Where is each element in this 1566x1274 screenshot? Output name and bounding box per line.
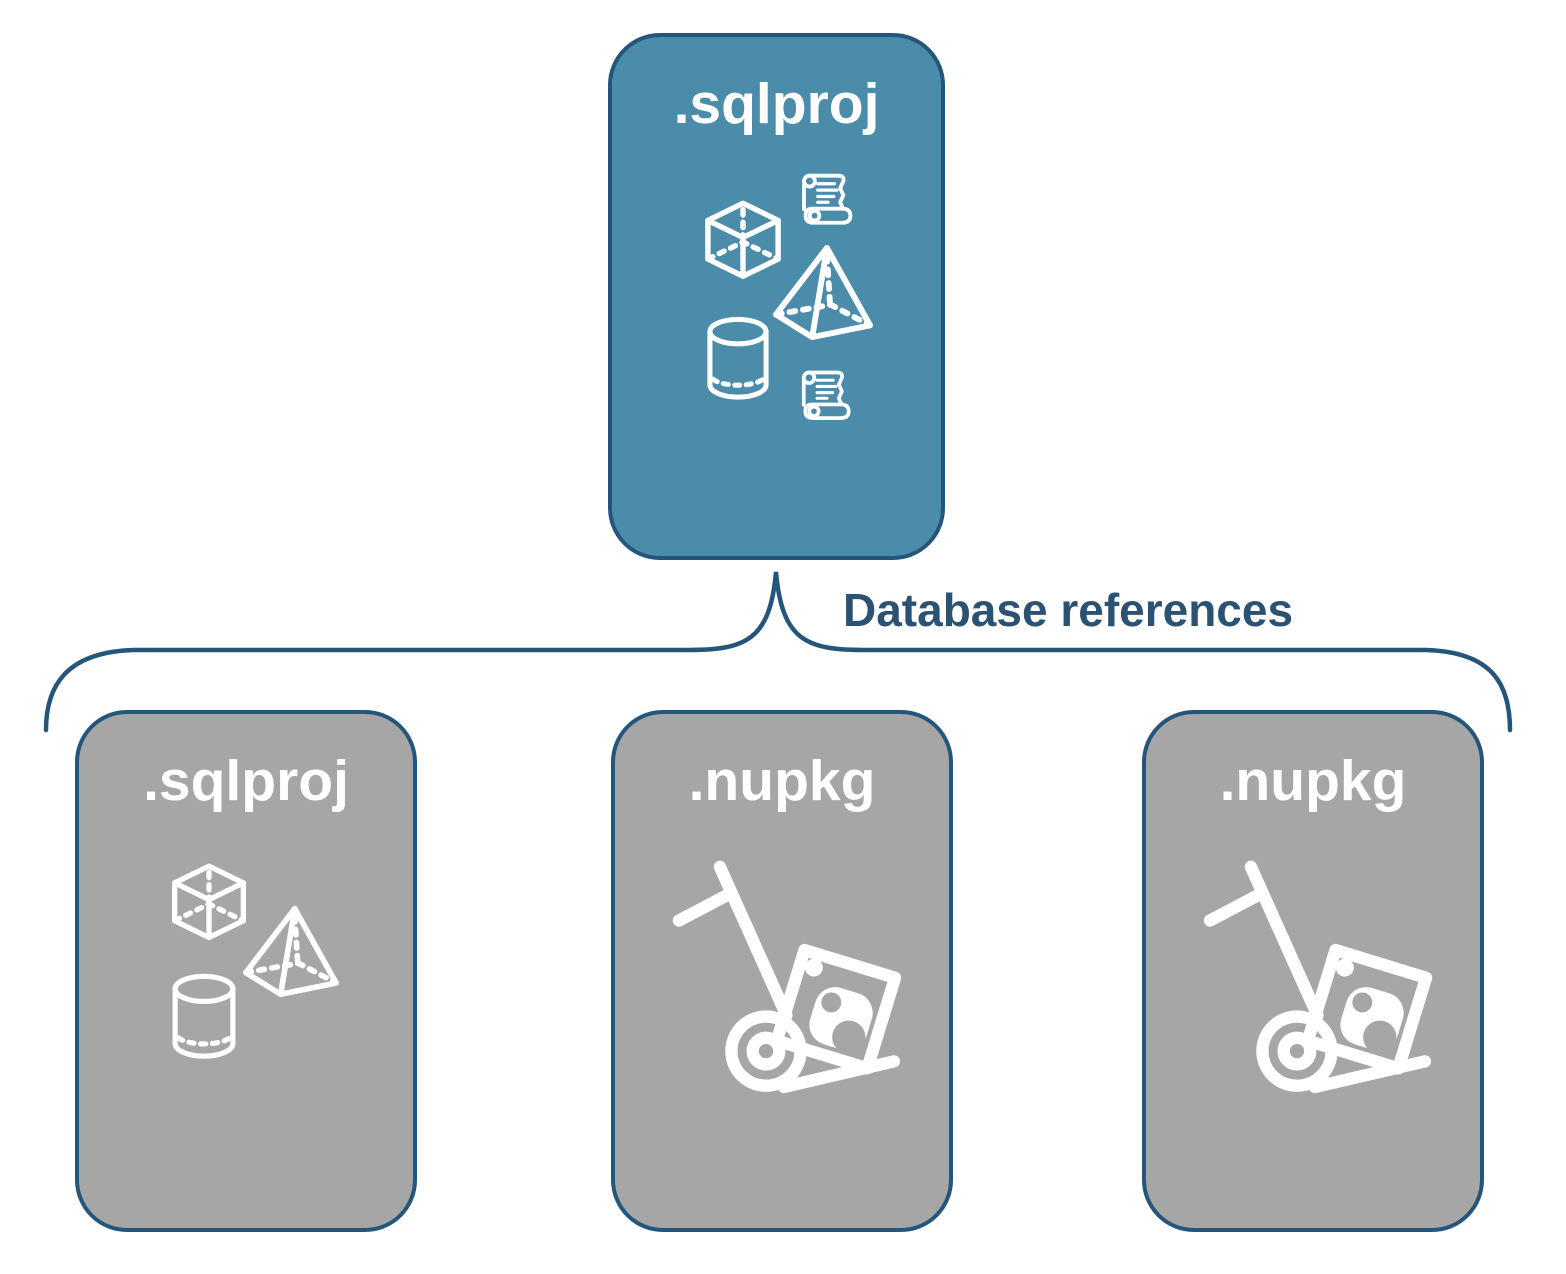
cylinder-icon bbox=[702, 313, 774, 405]
pyramid-icon bbox=[239, 904, 343, 998]
root-node-title: .sqlproj bbox=[673, 72, 880, 136]
cylinder-icon bbox=[167, 970, 241, 1064]
node-child-sqlproj: .sqlproj bbox=[75, 710, 417, 1232]
nuget-hand-truck-icon bbox=[1192, 854, 1448, 1110]
node-root-sqlproj: .sqlproj bbox=[608, 33, 945, 560]
nuget-hand-truck-icon bbox=[661, 854, 917, 1110]
node-child-nupkg-1: .nupkg bbox=[611, 710, 953, 1232]
child-node-title: .sqlproj bbox=[143, 749, 349, 813]
child-node-title: .nupkg bbox=[1219, 749, 1407, 813]
script-scroll-icon bbox=[796, 168, 860, 234]
script-scroll-icon bbox=[796, 365, 858, 429]
node-child-nupkg-2: .nupkg bbox=[1142, 710, 1484, 1232]
child-node-title: .nupkg bbox=[688, 749, 876, 813]
pyramid-icon bbox=[769, 243, 877, 341]
connector-label: Database references bbox=[843, 584, 1294, 636]
